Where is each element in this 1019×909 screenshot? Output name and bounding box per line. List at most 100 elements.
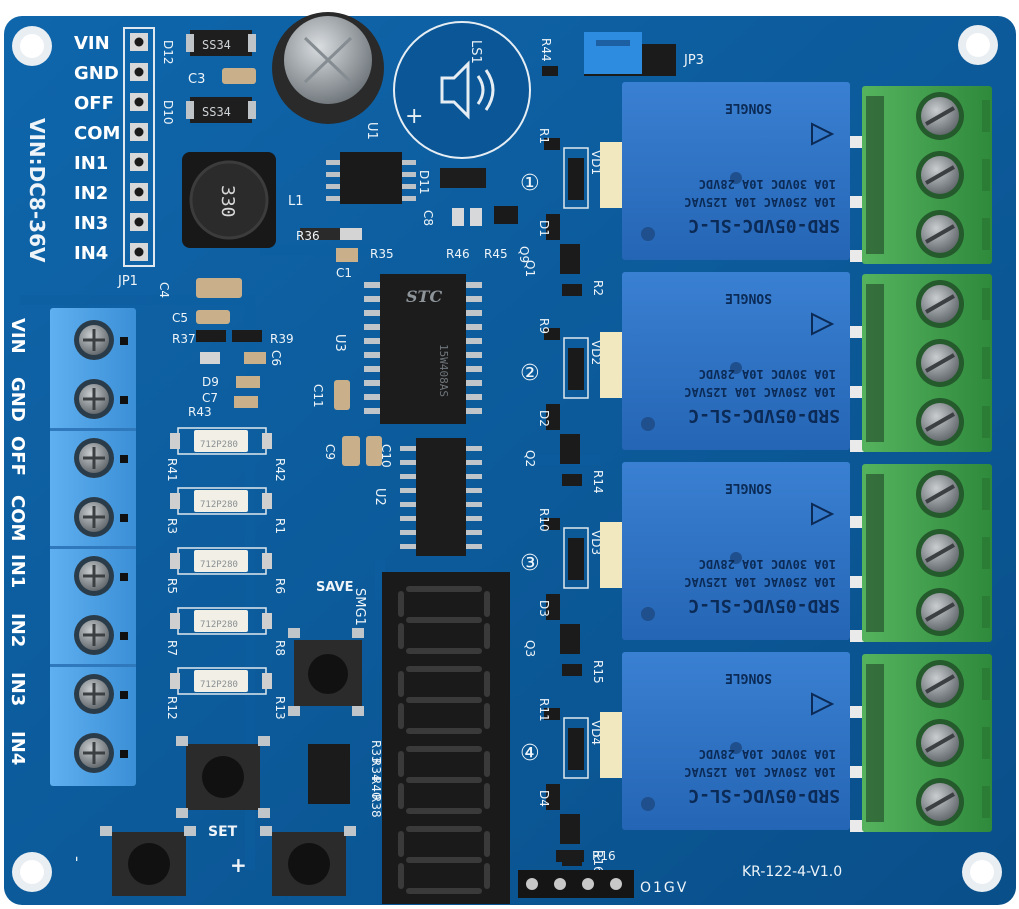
- jp1-pin-in3[interactable]: [130, 213, 148, 231]
- input-label-com: COM: [7, 495, 28, 541]
- input-label-in2: IN2: [7, 613, 28, 647]
- save-button[interactable]: SAVE: [288, 580, 364, 716]
- input-screw-in2[interactable]: [74, 615, 128, 655]
- output-screw[interactable]: [916, 719, 990, 767]
- jp1-pin-gnd[interactable]: [130, 63, 148, 81]
- jp1-pin-in2[interactable]: [130, 183, 148, 201]
- svg-text:C9: C9: [323, 444, 337, 460]
- svg-text:C11: C11: [311, 384, 325, 408]
- svg-text:R41: R41: [165, 458, 179, 482]
- output-terminal-1[interactable]: [862, 86, 992, 264]
- svg-text:R44: R44: [539, 38, 553, 62]
- led-label: VD2: [589, 340, 603, 365]
- svg-text:R2: R2: [591, 280, 605, 296]
- output-screw[interactable]: [916, 660, 990, 708]
- svg-text:R46: R46: [446, 247, 470, 261]
- svg-text:R39: R39: [270, 332, 294, 346]
- svg-text:712P280: 712P280: [200, 620, 238, 630]
- jp1-pin-in4[interactable]: [130, 243, 148, 261]
- board-model-label: KR-122-4-V1.0: [742, 864, 842, 880]
- diode-d10: SS34 D10: [161, 97, 256, 125]
- svg-text:SS34: SS34: [202, 105, 231, 119]
- led-label: VD1: [589, 150, 603, 175]
- input-screw-in1[interactable]: [74, 556, 128, 596]
- relay-brand: SONGLE: [725, 100, 772, 115]
- display-digit: [398, 826, 490, 894]
- jp1-pin-in1[interactable]: [130, 153, 148, 171]
- svg-text:STC: STC: [406, 287, 442, 306]
- svg-text:Q2: Q2: [523, 450, 537, 467]
- input-terminal-block[interactable]: [50, 308, 136, 786]
- output-screw[interactable]: [916, 280, 990, 328]
- smd-cluster-top: D11 C8 R46 R45 Q9 R44 R36 R35 C1: [296, 38, 558, 280]
- relay-brand: SONGLE: [725, 290, 772, 305]
- svg-text:R45: R45: [484, 247, 508, 261]
- optocoupler: 712P280: [170, 547, 272, 575]
- relay-model: SRD-05VDC-SL-C: [688, 785, 840, 806]
- relay-rating-2: 10A 30VDC 10A 28VDC: [699, 557, 836, 571]
- svg-text:R12: R12: [165, 696, 179, 720]
- output-screw[interactable]: [916, 92, 990, 140]
- input-screw-com[interactable]: [74, 497, 128, 537]
- jp1-pin-off[interactable]: [130, 93, 148, 111]
- smd-cluster-left: C4 C5 R37 R39 C6 D9 C7 R43 R41 R42 R3 R1…: [157, 278, 294, 720]
- svg-text:R16: R16: [592, 849, 616, 863]
- output-header[interactable]: O1GV R16: [518, 849, 688, 898]
- jp1-pin-com[interactable]: [130, 123, 148, 141]
- mcu-u3: STC 15W408AS U3 C11: [311, 274, 482, 424]
- output-screw[interactable]: [916, 339, 990, 387]
- input-screw-gnd[interactable]: [74, 379, 128, 419]
- svg-text:C3: C3: [188, 72, 205, 87]
- input-label-in1: IN1: [7, 554, 28, 588]
- output-screw[interactable]: [916, 210, 990, 258]
- input-screw-off[interactable]: [74, 438, 128, 478]
- relay-rating-1: 10A 250VAC 10A 125VAC: [684, 575, 836, 589]
- input-label-off: OFF: [7, 436, 28, 476]
- inductor-l1: 330 L1: [182, 152, 304, 248]
- jumper-jp3[interactable]: JP3: [584, 32, 704, 76]
- svg-text:R3: R3: [165, 518, 179, 534]
- output-screw[interactable]: [916, 470, 990, 518]
- jp1-label-vin: VIN: [74, 33, 110, 54]
- svg-text:D10: D10: [161, 100, 175, 125]
- output-screw[interactable]: [916, 151, 990, 199]
- header-jp1[interactable]: JP1: [117, 27, 155, 289]
- svg-text:R16: R16: [591, 850, 605, 874]
- svg-text:R33: R33: [369, 740, 383, 764]
- jp1-label-in2: IN2: [74, 183, 108, 204]
- output-terminal-2[interactable]: [862, 274, 992, 452]
- relay-brand: SONGLE: [725, 670, 772, 685]
- jp1-label: JP1: [117, 274, 138, 289]
- input-label-in3: IN3: [7, 672, 28, 706]
- svg-text:D11: D11: [417, 170, 431, 195]
- set-button[interactable]: SET: [176, 736, 270, 840]
- output-screw[interactable]: [916, 588, 990, 636]
- svg-text:D4: D4: [537, 790, 551, 807]
- svg-text:C4: C4: [157, 282, 171, 298]
- svg-text:R42: R42: [273, 458, 287, 482]
- input-screw-in4[interactable]: [74, 733, 128, 773]
- input-label-vin: VIN: [7, 318, 28, 354]
- output-screw[interactable]: [916, 529, 990, 577]
- svg-text:Q9: Q9: [517, 246, 531, 263]
- input-screw-in3[interactable]: [74, 674, 128, 714]
- svg-text:R40: R40: [369, 776, 383, 800]
- input-screw-vin[interactable]: [74, 320, 128, 360]
- output-screw[interactable]: [916, 398, 990, 446]
- output-terminal-3[interactable]: [862, 464, 992, 642]
- display-digit: [398, 586, 490, 654]
- jp1-pin-vin[interactable]: [130, 33, 148, 51]
- optocoupler: 712P280: [170, 427, 272, 455]
- output-screw[interactable]: [916, 778, 990, 826]
- svg-text:R38: R38: [369, 794, 383, 818]
- svg-text:R11: R11: [537, 698, 551, 722]
- output-terminal-4[interactable]: [862, 654, 992, 832]
- plus-button[interactable]: +: [230, 826, 356, 896]
- display-digit: [398, 666, 490, 734]
- minus-button[interactable]: -: [68, 826, 196, 896]
- svg-text:LS1: LS1: [468, 40, 483, 64]
- led-label: VD4: [589, 720, 603, 745]
